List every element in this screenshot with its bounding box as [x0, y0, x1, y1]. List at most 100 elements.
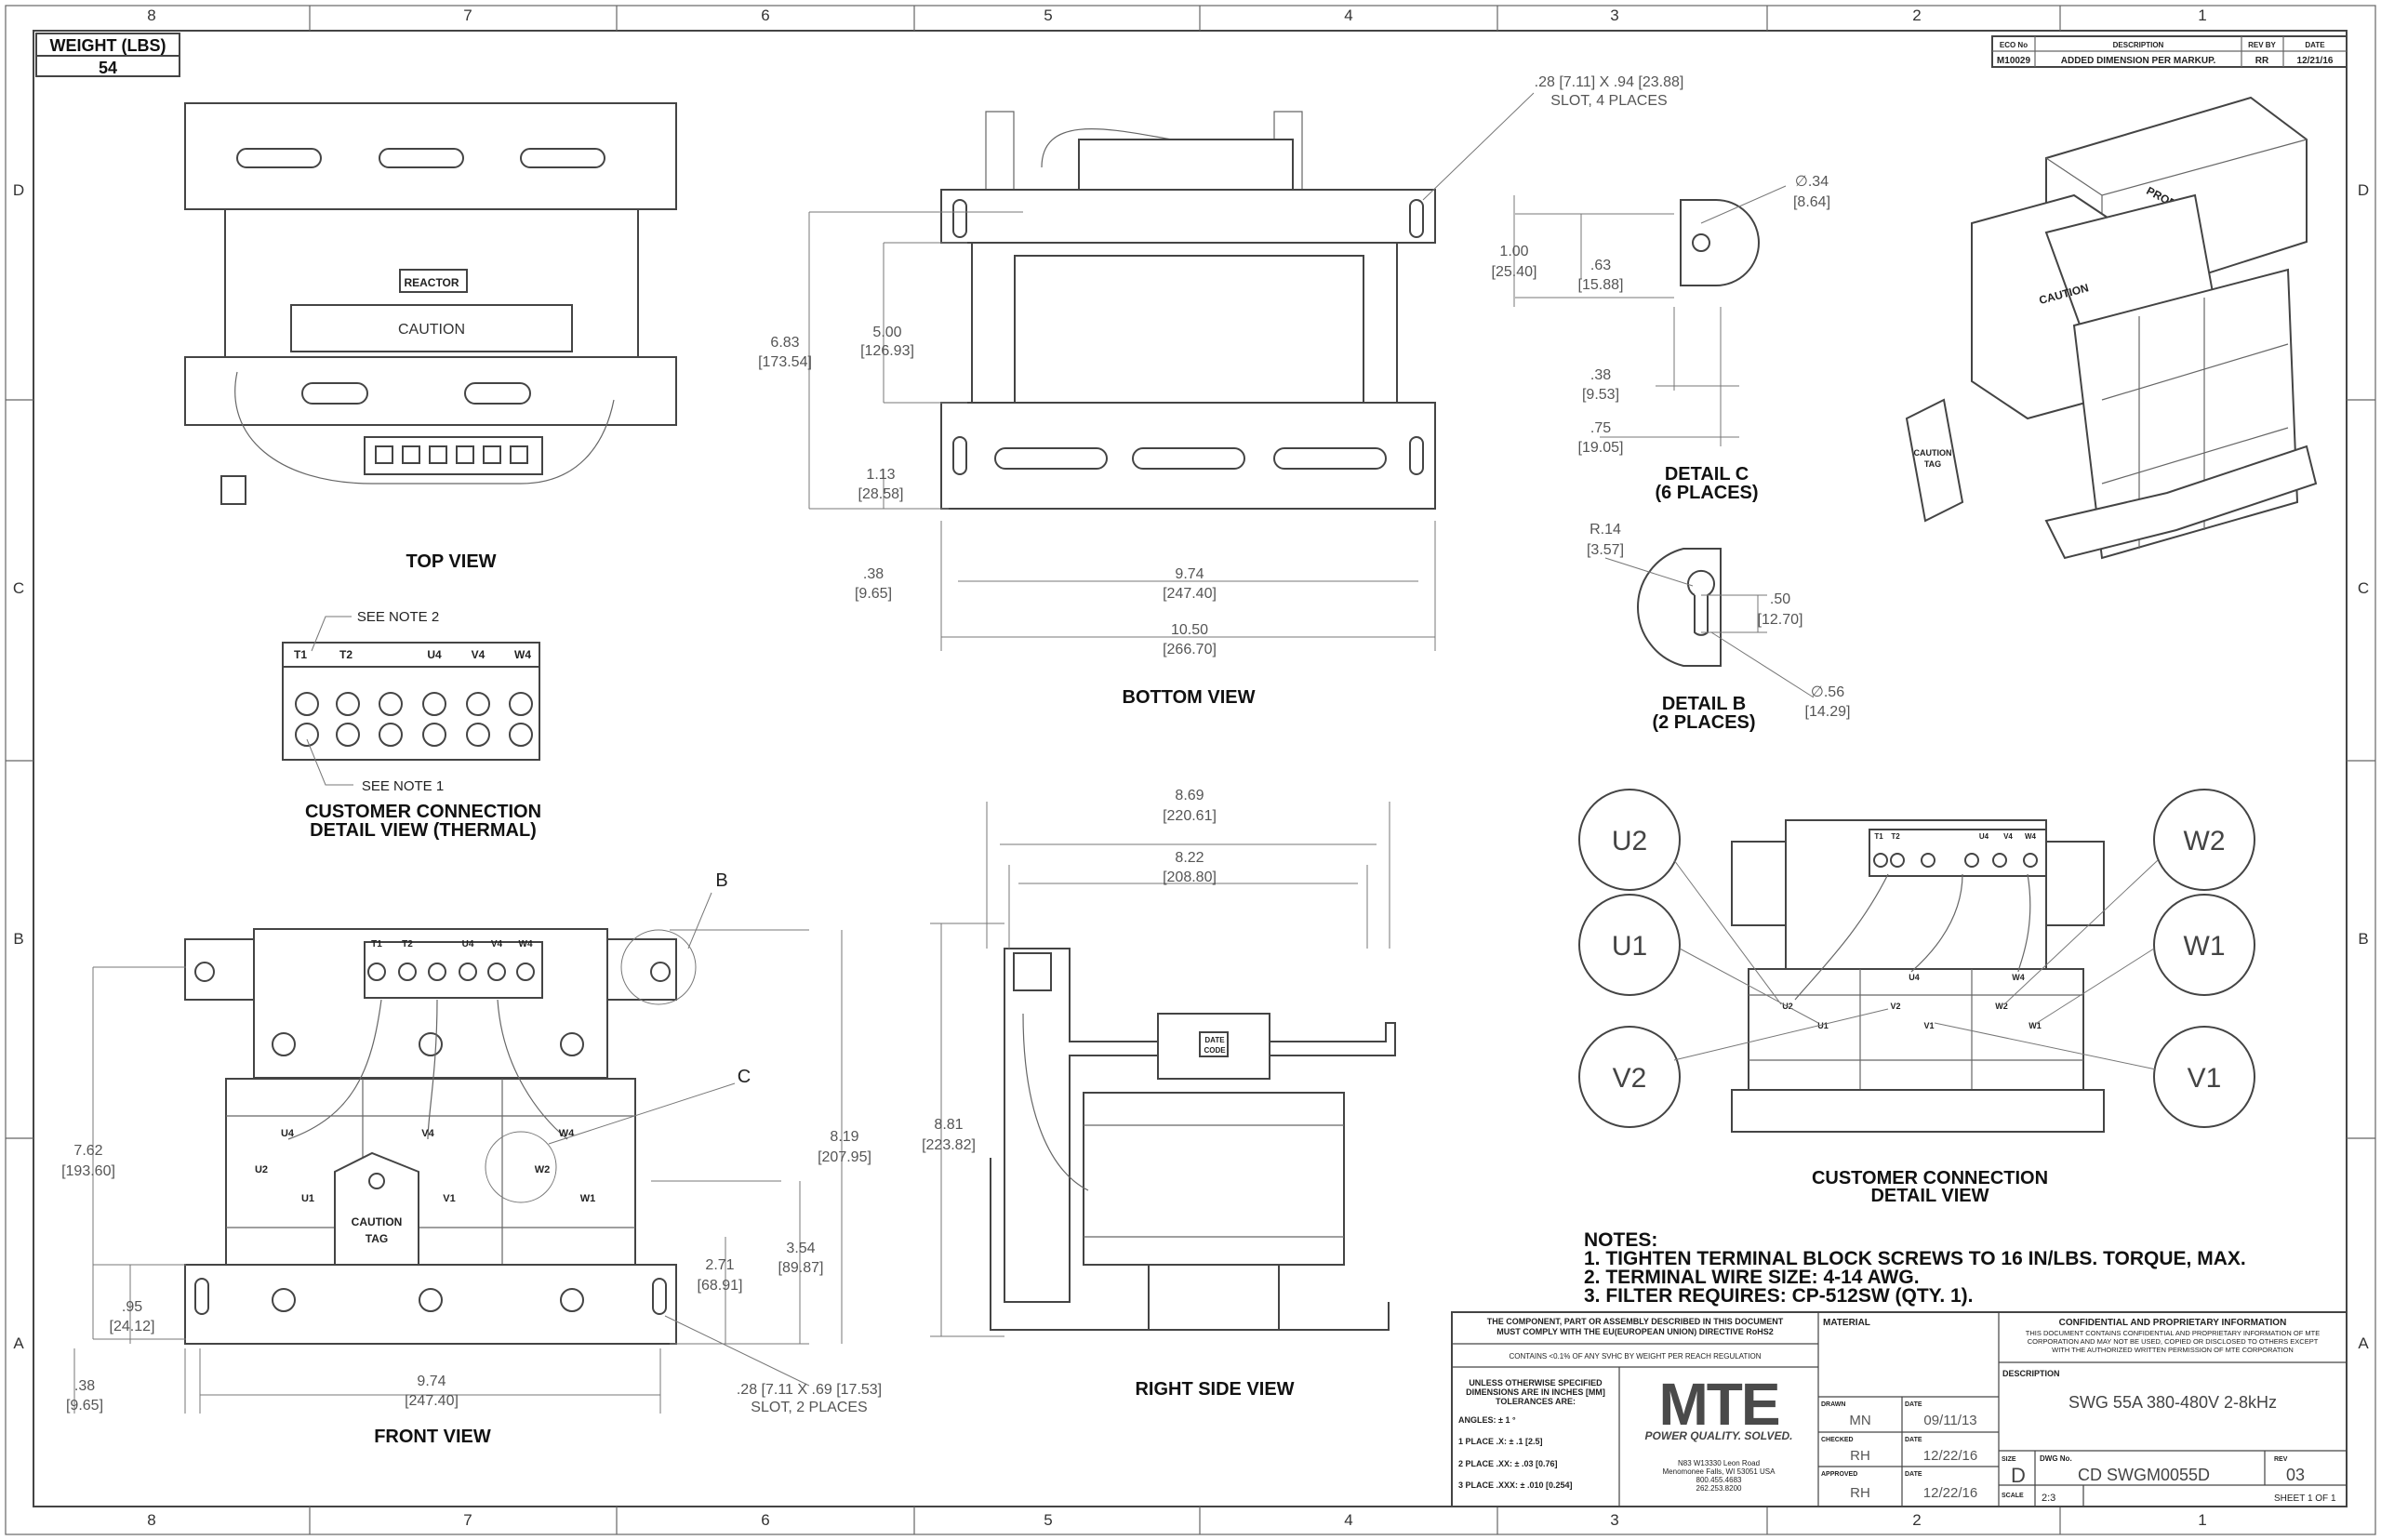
callout-v1: V1: [2188, 1063, 2222, 1094]
dim-value-mm: [12.70]: [1758, 612, 1803, 628]
date-label: DATE: [1905, 1401, 1922, 1408]
dim-value-mm: [14.29]: [1805, 704, 1851, 720]
confidential-title: CONFIDENTIAL AND PROPRIETARY INFORMATION: [2059, 1318, 2287, 1328]
iso-tag-label: CAUTION: [1914, 448, 1952, 458]
zone-row: D: [13, 181, 24, 199]
terminal-label: U4: [1979, 832, 1989, 841]
rev-header: ECO No: [2000, 41, 2028, 49]
detail-c: 1.00 [25.40] .63 [15.88] ∅.34 [8.64] .38…: [1492, 174, 1830, 503]
callout-w2: W2: [2184, 826, 2226, 856]
tolerance-angles: ANGLES: ± 1 °: [1458, 1415, 1516, 1425]
caution-tag-label: TAG: [366, 1232, 388, 1245]
dim-value: 8.81: [934, 1117, 963, 1133]
zone-markers: 8 7 6 5 4 3 2 1 8 7 6 5 4 3 2 1 D C B A …: [6, 6, 2375, 1534]
dim-value: 5.00: [872, 325, 901, 340]
wire-label: U2: [255, 1164, 268, 1175]
callout-v2: V2: [1613, 1063, 1647, 1094]
size-value: D: [2011, 1464, 2026, 1487]
dim-value-mm: [220.61]: [1163, 808, 1217, 824]
description-value: SWG 55A 380-480V 2-8kHz: [2068, 1393, 2277, 1412]
dim-value-mm: [266.70]: [1163, 642, 1217, 657]
dim-value: 9.74: [417, 1374, 446, 1389]
detail-c-title: DETAIL C: [1665, 464, 1749, 485]
front-view-title: FRONT VIEW: [374, 1427, 491, 1447]
thermal-title: DETAIL VIEW (THERMAL): [310, 820, 537, 841]
zone-row: D: [2358, 181, 2369, 199]
callout-w1: W1: [2184, 931, 2226, 962]
thermal-detail-view: T1 T2 U4 V4 W4 SEE NOTE 2 SEE NOTE 1 CUS…: [282, 609, 541, 841]
terminal-label: T2: [1891, 832, 1900, 841]
material-label: MATERIAL: [1823, 1318, 1870, 1328]
approved-label: APPROVED: [1821, 1471, 1857, 1478]
right-side-view: DATE CODE 8.69 [220.61] 8.22 [208.80] 8.…: [922, 788, 1396, 1400]
sheet-border: [33, 30, 2348, 1507]
slot-note: .28 [7.11] X .94 [23.88]: [1535, 74, 1684, 90]
dim-value: .63: [1590, 258, 1611, 273]
address-line: 800.455.4683: [1696, 1476, 1742, 1484]
dim-value: ∅.34: [1795, 174, 1829, 190]
dwg-number: CD SWGM0055D: [2078, 1466, 2210, 1484]
zone-col: 4: [1344, 7, 1352, 24]
zone-col: 2: [1912, 7, 1921, 24]
confidential-text: CORPORATION AND MAY NOT BE USED, COPIED …: [2028, 1337, 2319, 1346]
zone-row: C: [2358, 579, 2369, 597]
dim-value: R.14: [1590, 522, 1621, 538]
tolerance-1-place: 1 PLACE .X: ± .1 [2.5]: [1458, 1437, 1542, 1446]
terminal-label: T1: [1874, 832, 1883, 841]
wire-label: U1: [301, 1193, 314, 1204]
wire-label: W2: [1995, 1002, 2008, 1011]
zone-col: 7: [463, 1511, 472, 1529]
zone-col: 3: [1610, 1511, 1618, 1529]
dim-value: ∅.56: [1811, 684, 1844, 700]
approved-date: 12/22/16: [1923, 1485, 1977, 1501]
callout-b: B: [715, 870, 727, 891]
bottom-view-title: BOTTOM VIEW: [1123, 687, 1256, 708]
dim-value: 1.00: [1499, 244, 1528, 259]
tolerance-text: TOLERANCES ARE:: [1496, 1397, 1576, 1406]
dim-value: .50: [1770, 591, 1790, 607]
dim-value: 6.83: [770, 335, 799, 351]
wire-label: U1: [1817, 1021, 1829, 1030]
dim-value: 1.13: [866, 467, 895, 483]
weight-value: 54: [99, 59, 117, 77]
detail-b-title: DETAIL B: [1662, 694, 1746, 714]
slot-note: .28 [7.11 X .69 [17.53]: [737, 1382, 882, 1398]
detail-b-places: (2 PLACES): [1652, 712, 1755, 733]
approved-by: RH: [1850, 1485, 1870, 1501]
dim-value: .75: [1590, 420, 1611, 436]
dim-value-mm: [19.05]: [1578, 440, 1624, 456]
note-item: 1. TIGHTEN TERMINAL BLOCK SCREWS TO 16 I…: [1584, 1248, 2246, 1269]
callout-u1: U1: [1612, 931, 1647, 962]
zone-row: B: [13, 930, 23, 948]
terminal-label: V4: [2003, 832, 2013, 841]
dim-value-mm: [247.40]: [405, 1393, 459, 1409]
caution-tag-label: CAUTION: [352, 1215, 403, 1228]
terminal-label: T2: [339, 648, 352, 661]
reach-text: CONTAINS <0.1% OF ANY SVHC BY WEIGHT PER…: [1509, 1352, 1761, 1361]
slot-places: SLOT, 2 PLACES: [751, 1400, 867, 1415]
wire-label: V4: [421, 1128, 434, 1139]
terminal-label: W4: [514, 648, 531, 661]
terminal-label: T2: [402, 939, 413, 949]
dim-value-mm: [9.65]: [855, 586, 892, 602]
weight-label: WEIGHT (LBS): [50, 36, 166, 55]
rev-header: REV BY: [2248, 41, 2276, 49]
date-label: DATE: [1905, 1471, 1922, 1478]
checked-date: 12/22/16: [1923, 1448, 1977, 1464]
rohs-text: MUST COMPLY WITH THE EU(EUROPEAN UNION) …: [1496, 1327, 1774, 1336]
address-line: 262.253.8200: [1696, 1484, 1742, 1493]
scale-value: 2:3: [2042, 1493, 2055, 1504]
wire-label: U4: [281, 1128, 295, 1139]
rohs-text: THE COMPONENT, PART OR ASSEMBLY DESCRIBE…: [1487, 1317, 1784, 1326]
sheet-number: SHEET 1 OF 1: [2274, 1494, 2336, 1504]
zone-col: 8: [147, 1511, 155, 1529]
zone-col: 5: [1044, 1511, 1052, 1529]
tolerance-2-place: 2 PLACE .XX: ± .03 [0.76]: [1458, 1459, 1557, 1468]
dim-value: 3.54: [786, 1241, 815, 1256]
terminal-label: T1: [294, 648, 307, 661]
caution-label: CAUTION: [398, 322, 465, 338]
right-side-view-title: RIGHT SIDE VIEW: [1135, 1379, 1294, 1400]
note-item: 3. FILTER REQUIRES: CP-512SW (QTY. 1).: [1584, 1285, 1974, 1307]
rev-by: RR: [2255, 56, 2269, 66]
